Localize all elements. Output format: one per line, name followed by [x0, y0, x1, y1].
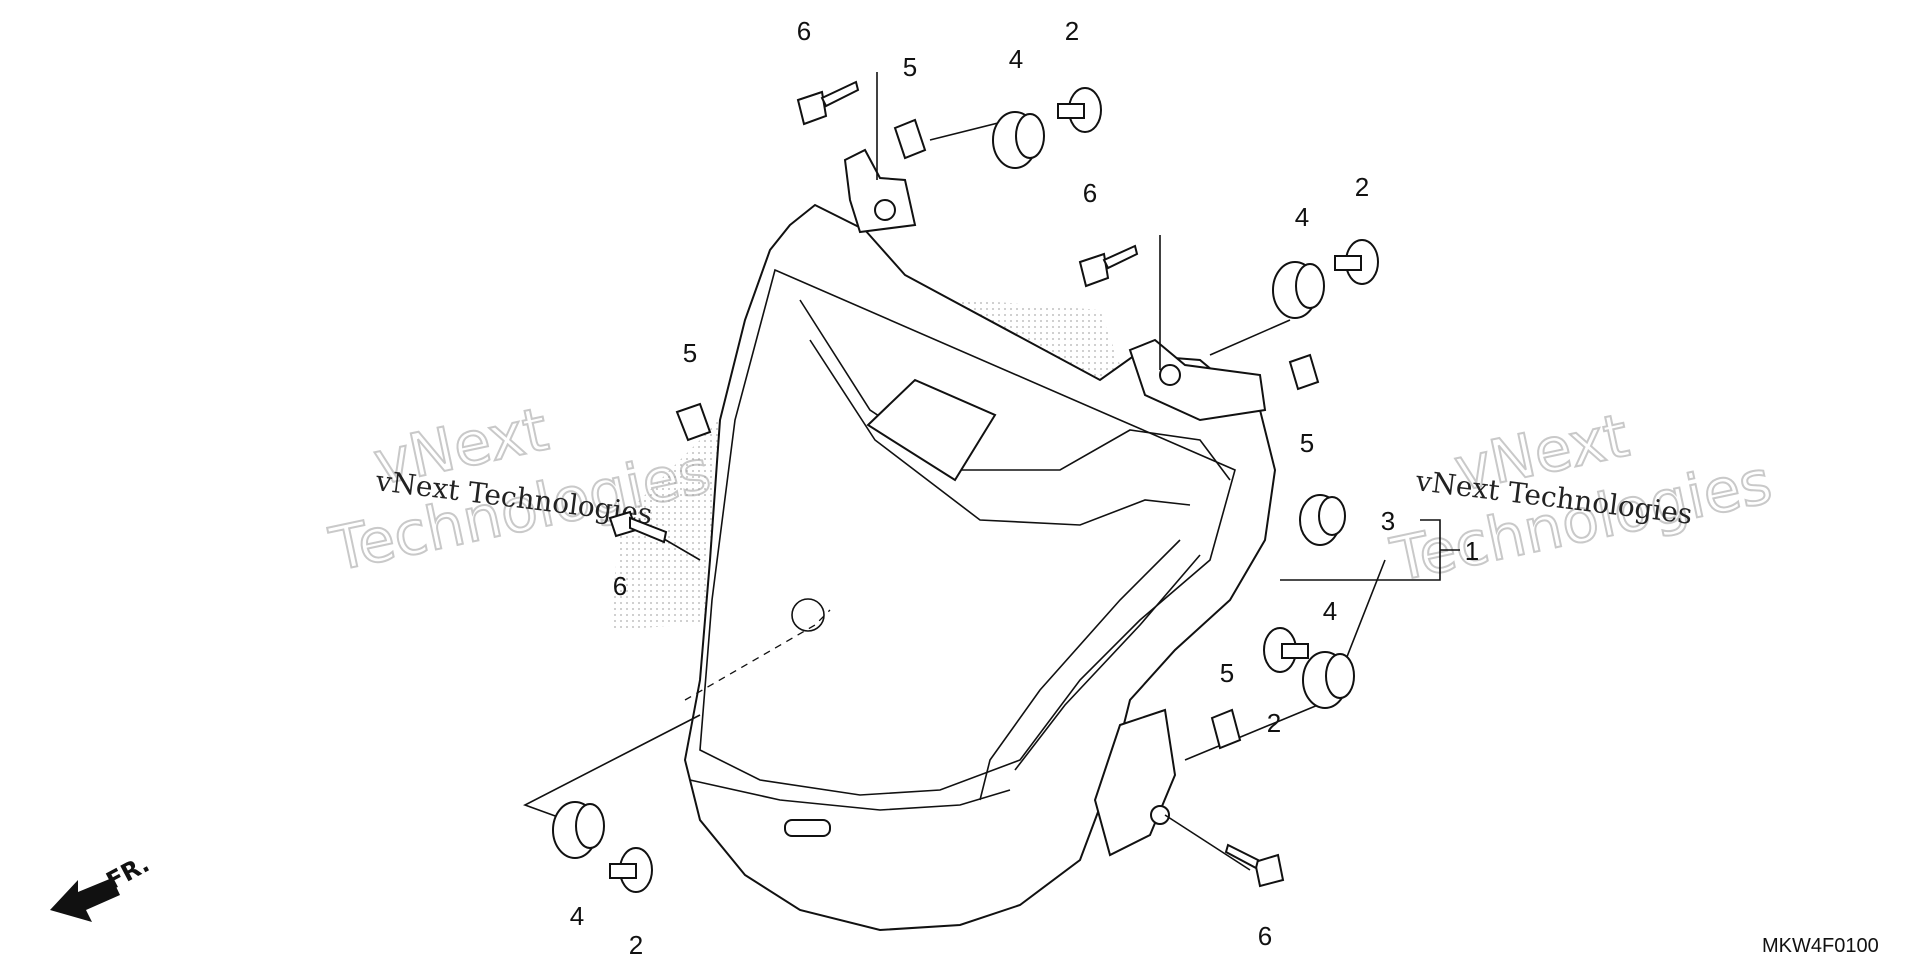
bolt-top [796, 80, 860, 126]
lens-chevron-lower [809, 339, 1191, 526]
callout-5-top: 5 [903, 52, 917, 82]
callout-2-lower-right: 2 [1267, 708, 1281, 738]
callout-5-left: 5 [683, 338, 697, 368]
headlight-assembly [683, 148, 1277, 932]
callout-2-lower-left: 2 [629, 930, 643, 960]
collar-lower-right [1263, 627, 1309, 673]
grommet-right [1272, 261, 1325, 319]
callout-1: 1 [1465, 536, 1479, 566]
callout-4-right: 4 [1295, 202, 1309, 232]
bolt-middle [1078, 244, 1139, 288]
lower-right-mount-hole [1150, 805, 1170, 825]
front-direction-arrow: FR. [50, 850, 154, 922]
callout-5-right: 5 [1300, 428, 1314, 458]
clip-nut-lower [1210, 708, 1242, 750]
right-mount-hole [1159, 364, 1181, 386]
callout-labels: 6 5 4 2 6 4 2 5 5 3 1 6 4 5 2 4 2 6 [570, 16, 1479, 960]
lower-indicator-slot [784, 819, 831, 837]
callout-3: 3 [1381, 506, 1395, 536]
clip-nut-top [893, 118, 927, 160]
callout-4-lower-left: 4 [570, 901, 584, 931]
callout-4-top: 4 [1009, 44, 1023, 74]
clip-nut-left [675, 402, 712, 442]
bolt-left [608, 510, 668, 544]
callout-2-top: 2 [1065, 16, 1079, 46]
grommet-lower-left [552, 801, 605, 859]
clip-nut-right [1288, 353, 1320, 391]
lens-chevron [799, 299, 1231, 481]
callout-2-right: 2 [1355, 172, 1369, 202]
grommet-top [992, 111, 1045, 169]
collar-top [1057, 87, 1102, 133]
callout-6-middle: 6 [1083, 178, 1097, 208]
lens-square-element [866, 378, 997, 482]
diagram-code: MKW4F0100 [1762, 935, 1879, 957]
callout-4-lower-right: 4 [1323, 596, 1337, 626]
top-mount-hole [874, 199, 896, 221]
headlight-housing [683, 203, 1277, 932]
callout-5-lower: 5 [1220, 658, 1234, 688]
lens-outline [699, 268, 1236, 796]
callout-6-left: 6 [613, 571, 627, 601]
drl-band [979, 539, 1181, 801]
collar-right [1334, 239, 1379, 285]
grommet-3 [1299, 494, 1346, 546]
collar-lower-left [609, 847, 653, 893]
bolt-lower-right [1224, 843, 1285, 888]
center-reference-circle [791, 598, 825, 632]
grommet-lower-right [1302, 651, 1355, 709]
lower-lens-contour [689, 779, 1011, 811]
callout-6-top: 6 [797, 16, 811, 46]
top-mount-tab [843, 148, 917, 234]
callout-6-lower-right: 6 [1258, 921, 1272, 951]
drl-band-inner [1014, 554, 1201, 771]
